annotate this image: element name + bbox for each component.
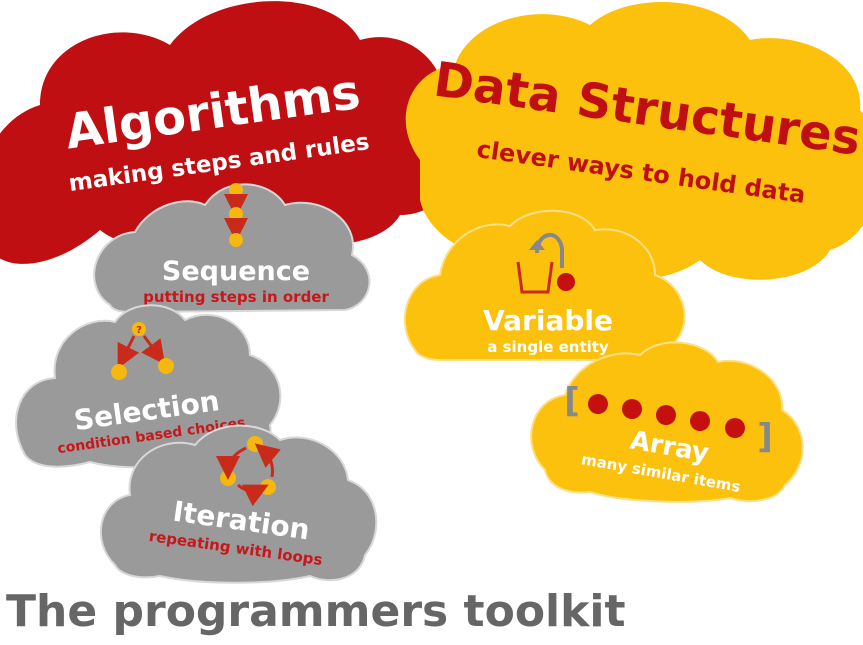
variable-subtitle: a single entity bbox=[487, 338, 609, 356]
sequence-dots-icon bbox=[224, 183, 248, 247]
sequence-subtitle: putting steps in order bbox=[143, 288, 329, 306]
iteration-cloud: Iteration repeating with loops bbox=[99, 424, 378, 584]
page-title: The programmers toolkit bbox=[6, 586, 626, 637]
loop-icon bbox=[216, 436, 281, 507]
selection-cloud: ? Selection condition based choices bbox=[15, 304, 282, 469]
variable-title: Variable bbox=[483, 304, 613, 337]
array-cloud: [ ] Array many similar items bbox=[530, 341, 804, 503]
array-bracket-close: ] bbox=[757, 417, 773, 457]
algorithms-cloud: Algorithms making steps and rules bbox=[0, 1, 455, 264]
variable-cloud: Variable a single entity bbox=[403, 209, 686, 363]
data-structures-cloud-shape bbox=[405, 2, 863, 281]
sequence-cloud-shape bbox=[93, 183, 371, 314]
sequence-cloud: Sequence putting steps in order bbox=[93, 183, 371, 314]
data-structures-cloud: Data Structures clever ways to hold data bbox=[405, 2, 863, 281]
sequence-title: Sequence bbox=[162, 256, 310, 287]
array-dots-icon: [ ] bbox=[564, 381, 773, 457]
iteration-cloud-shape bbox=[99, 424, 378, 584]
array-bracket-open: [ bbox=[564, 381, 580, 421]
branch-icon: ? bbox=[111, 322, 174, 380]
algorithms-cloud-shape bbox=[0, 1, 455, 264]
selection-decision-mark: ? bbox=[136, 325, 142, 336]
bucket-icon bbox=[516, 233, 575, 294]
